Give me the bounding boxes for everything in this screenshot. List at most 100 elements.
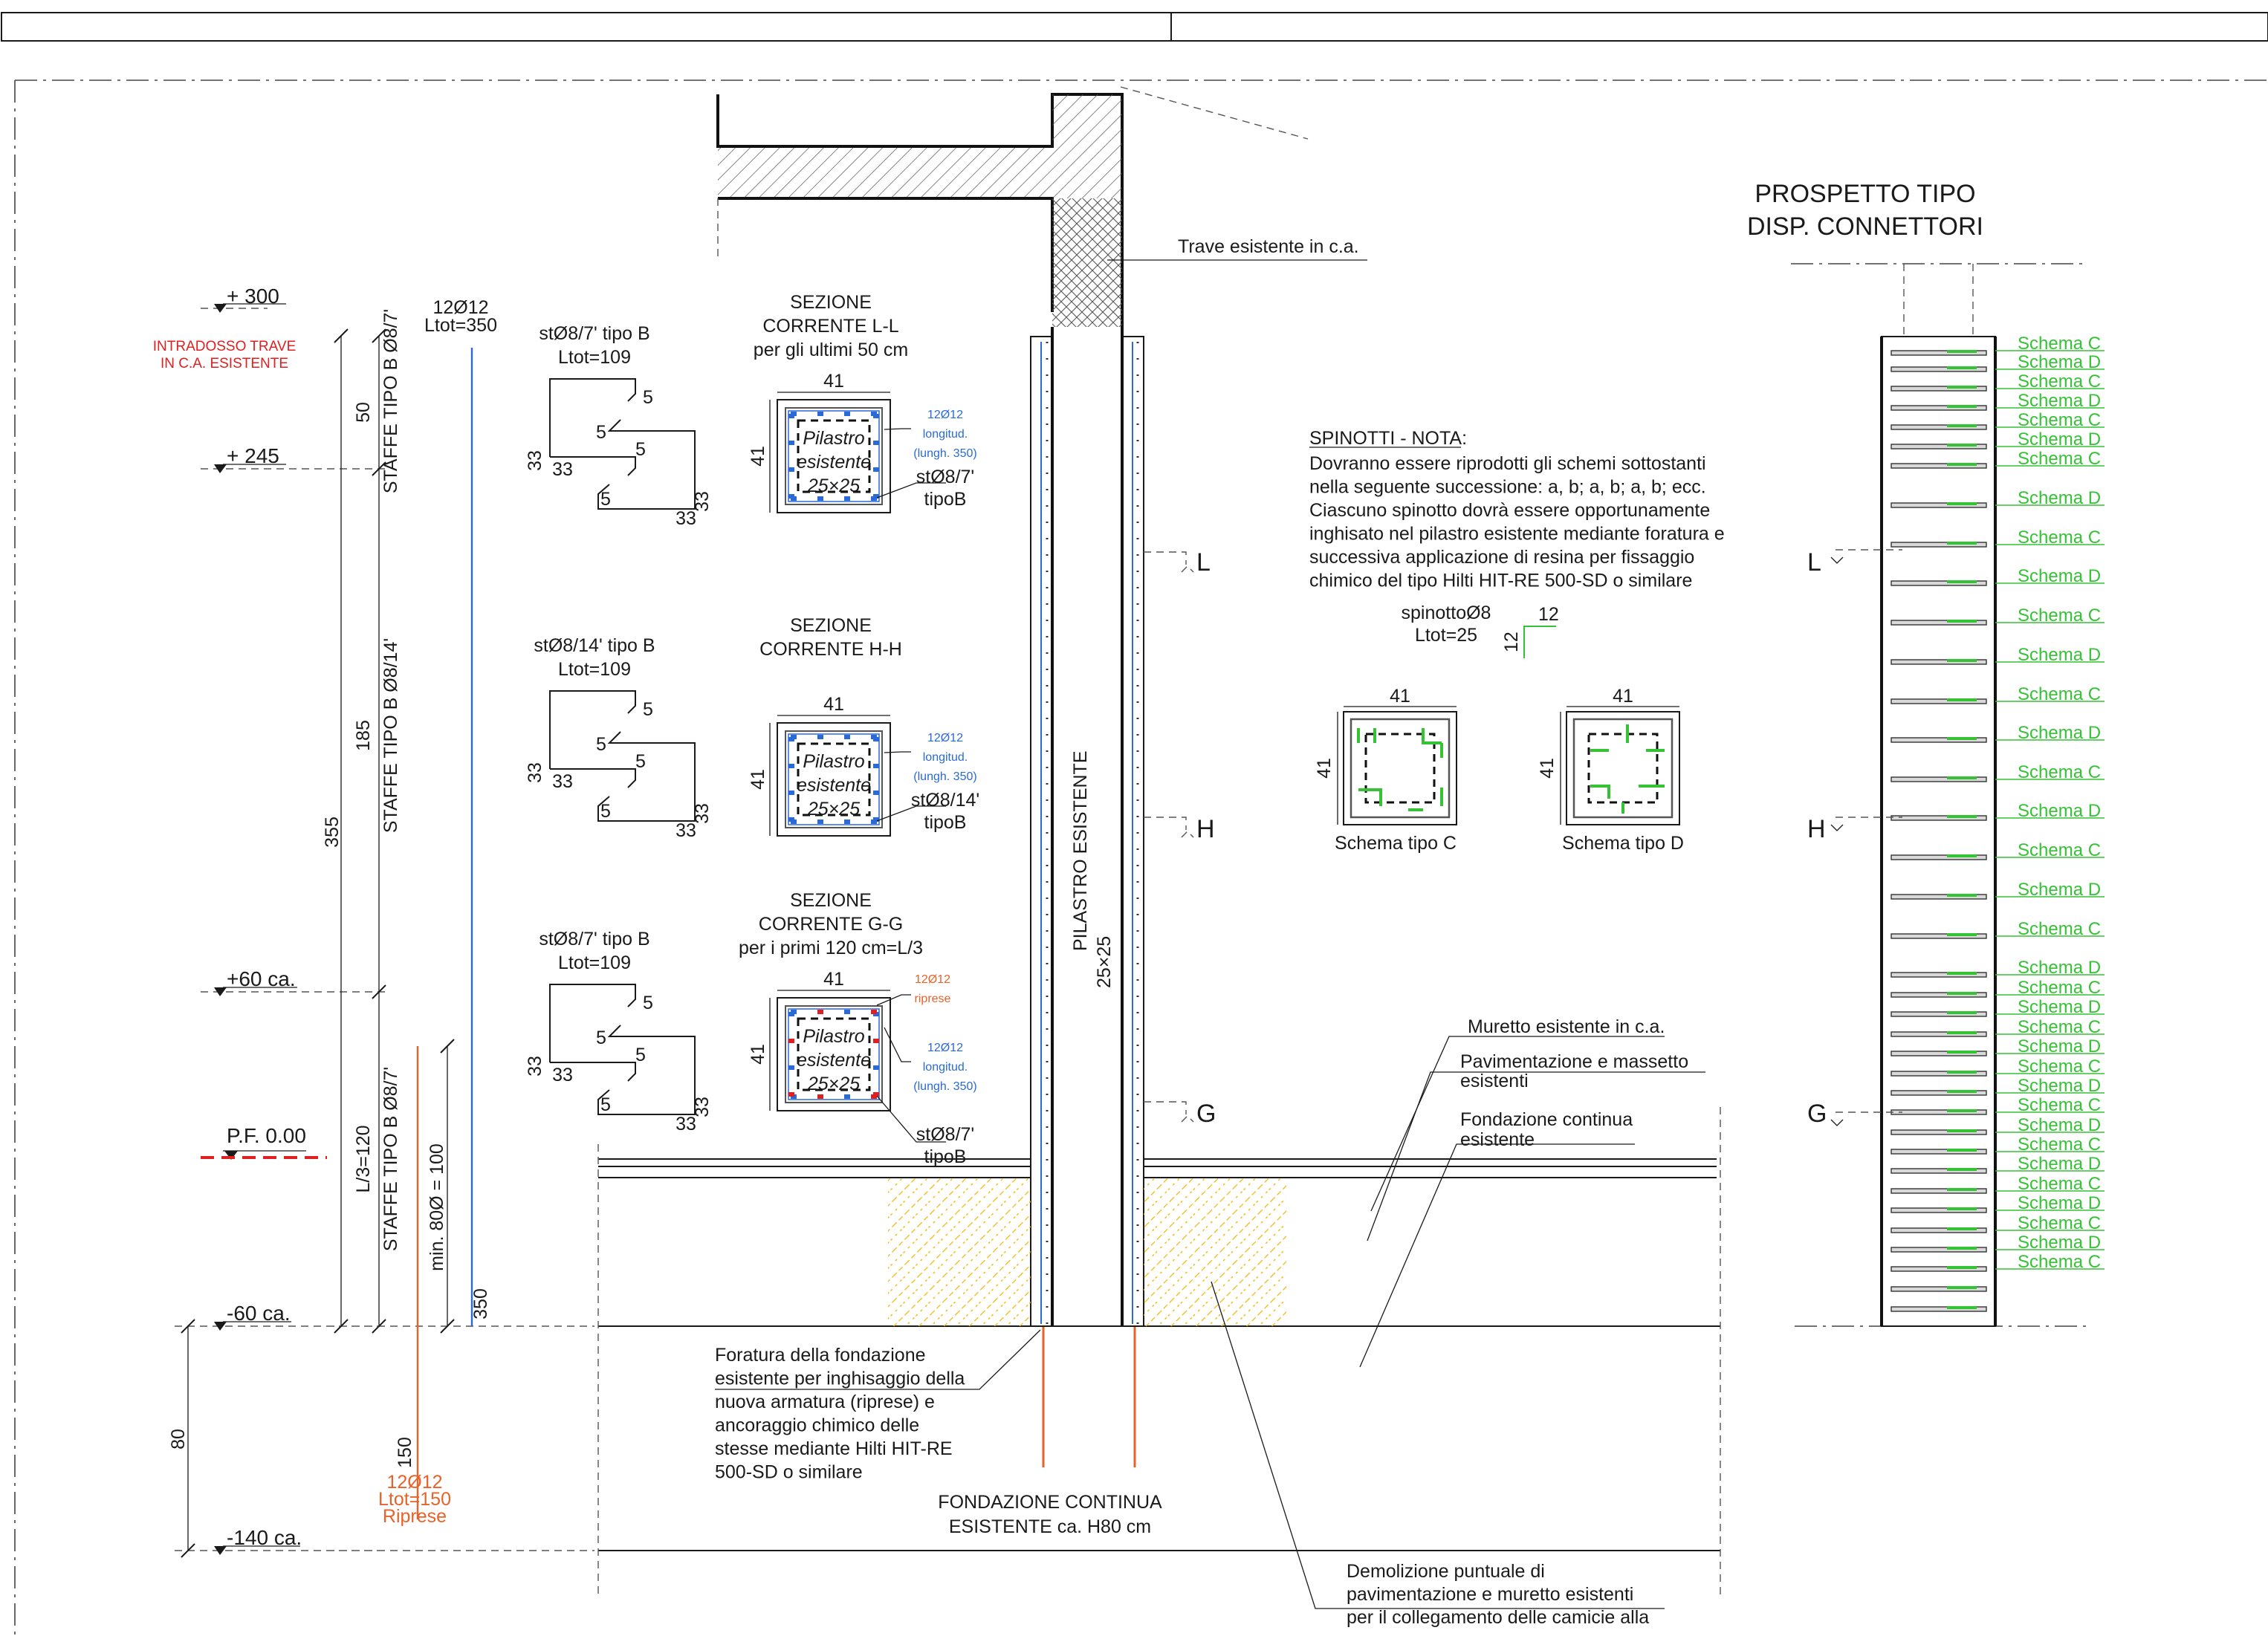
svg-text:ancoraggio chimico delle: ancoraggio chimico delle <box>715 1415 919 1436</box>
svg-text:41: 41 <box>748 446 768 467</box>
svg-text:esistente: esistente <box>797 452 871 473</box>
svg-text:5: 5 <box>635 439 646 460</box>
svg-text:12: 12 <box>1538 604 1559 625</box>
schema-label: Schema C <box>2018 978 2101 998</box>
dim-50: 50 <box>353 402 374 423</box>
svg-text:pavimentazione e muretto esist: pavimentazione e muretto esistenti <box>1347 1584 1633 1605</box>
svg-text:33: 33 <box>675 1114 696 1135</box>
svg-text:longitud.: longitud. <box>923 751 968 764</box>
svg-text:33: 33 <box>675 820 696 841</box>
svg-text:Pilastro: Pilastro <box>803 751 864 772</box>
dimension-chains: 50 185 355 80 L/3=120 STAFFE TIPO B Ø8/7… <box>168 309 401 1558</box>
svg-text:5: 5 <box>643 993 653 1013</box>
svg-text:stØ8/7': stØ8/7' <box>916 467 974 487</box>
svg-text:25×25: 25×25 <box>807 1074 860 1094</box>
svg-text:esistente: esistente <box>797 775 871 796</box>
schema-label: Schema C <box>2018 528 2101 548</box>
svg-text:41: 41 <box>1537 758 1558 779</box>
dim-80: 80 <box>168 1429 189 1450</box>
svg-text:SEZIONE: SEZIONE <box>790 890 872 911</box>
svg-text:5: 5 <box>643 387 653 408</box>
schema-label: Schema D <box>2018 645 2101 665</box>
label-staffe-mid: STAFFE TIPO B Ø8/14' <box>380 638 401 833</box>
svg-text:5: 5 <box>635 1045 646 1065</box>
svg-text:41: 41 <box>748 1044 768 1065</box>
svg-text:stØ8/14': stØ8/14' <box>911 790 979 811</box>
prospetto-cut-h: H <box>1807 815 1826 843</box>
svg-text:Ltot=109: Ltot=109 <box>558 659 631 680</box>
svg-text:41: 41 <box>823 694 844 715</box>
svg-text:5: 5 <box>600 801 611 822</box>
schema-label: Schema C <box>2018 334 2101 354</box>
svg-text:33: 33 <box>692 491 713 512</box>
schema-label: Schema C <box>2018 371 2101 392</box>
svg-text:(lungh. 350): (lungh. 350) <box>913 770 976 783</box>
schema-label: Schema D <box>2018 801 2101 821</box>
schema-d-label: Schema tipo D <box>1562 833 1684 854</box>
svg-text:33: 33 <box>552 1065 573 1085</box>
schema-label: Schema C <box>2018 1017 2101 1037</box>
schema-d-section: 41 41 Schema tipo D <box>1537 686 1684 854</box>
section-detail-3: SEZIONE CORRENTE G-G per i primi 120 cm=L/… <box>739 890 977 1167</box>
svg-text:Ltot=109: Ltot=109 <box>558 952 631 973</box>
schema-label: Schema C <box>2018 410 2101 430</box>
svg-text:nuova armatura (riprese) e: nuova armatura (riprese) e <box>715 1392 935 1412</box>
level-plus60: +60 ca. <box>227 967 296 990</box>
column-elevation: PILASTRO ESISTENTE 25×25 L H G Trave esi… <box>716 86 1367 1467</box>
svg-text:Pilastro: Pilastro <box>803 1026 864 1047</box>
cut-l: L <box>1196 548 1211 577</box>
label-staffe-bot: STAFFE TIPO B Ø8/7' <box>380 1067 401 1251</box>
schema-label: Schema C <box>2018 449 2101 469</box>
column-label: PILASTRO ESISTENTE <box>1070 750 1091 951</box>
svg-text:33: 33 <box>552 459 573 480</box>
svg-text:Ltot=350: Ltot=350 <box>424 315 497 336</box>
schema-label: Schema C <box>2018 840 2101 860</box>
level-minus140: -140 ca. <box>227 1526 302 1549</box>
svg-text:5: 5 <box>600 489 611 510</box>
schema-label: Schema C <box>2018 1095 2101 1115</box>
schema-label: Schema D <box>2018 880 2101 900</box>
svg-text:longitud.: longitud. <box>923 428 968 441</box>
svg-text:inghisato nel pilastro esisten: inghisato nel pilastro esistente mediant… <box>1309 524 1725 545</box>
schema-label: Schema D <box>2018 1036 2101 1056</box>
level-markers: + 300 + 245 +60 ca. -60 ca. -140 ca. P.F… <box>175 285 594 1555</box>
schema-label: Schema D <box>2018 352 2101 372</box>
svg-text:5: 5 <box>596 422 606 443</box>
svg-text:Pilastro: Pilastro <box>803 428 864 449</box>
svg-text:chimico del tipo Hilti HIT-RE: chimico del tipo Hilti HIT-RE 500-SD o s… <box>1309 571 1692 591</box>
svg-text:5: 5 <box>635 751 646 772</box>
schema-label: Schema D <box>2018 488 2101 508</box>
svg-text:33: 33 <box>692 1097 713 1117</box>
svg-text:CORRENTE G-G: CORRENTE G-G <box>759 914 903 935</box>
schema-label: Schema D <box>2018 429 2101 449</box>
svg-text:(lungh. 350): (lungh. 350) <box>913 1080 976 1093</box>
schema-label: Schema D <box>2018 566 2101 586</box>
svg-text:stØ8/7' tipo B: stØ8/7' tipo B <box>539 929 649 950</box>
dim-185: 185 <box>353 720 374 751</box>
schema-label: Schema D <box>2018 1076 2101 1096</box>
svg-text:per i primi 120 cm=L/3: per i primi 120 cm=L/3 <box>739 938 923 958</box>
dim-min80: min. 80Ø = 100 <box>427 1143 447 1271</box>
svg-text:41: 41 <box>748 769 768 790</box>
schema-label: Schema C <box>2018 684 2101 704</box>
level-plus245: + 245 <box>227 444 279 467</box>
spinotti-title: SPINOTTI - NOTA: <box>1309 428 1467 449</box>
svg-text:stØ8/7' tipo B: stØ8/7' tipo B <box>539 323 649 344</box>
svg-text:41: 41 <box>1314 758 1335 779</box>
prospetto-title-2: DISP. CONNETTORI <box>1747 212 1983 241</box>
cut-h: H <box>1196 815 1215 843</box>
intradosso-label: INTRADOSSO TRAVE IN C.A. ESISTENTE <box>153 339 297 371</box>
level-plus300: + 300 <box>227 285 279 308</box>
svg-text:33: 33 <box>525 1056 545 1077</box>
prospetto-cut-g: G <box>1807 1100 1827 1128</box>
svg-text:41: 41 <box>1390 686 1410 707</box>
schema-label: Schema C <box>2018 606 2101 626</box>
schema-label: Schema C <box>2018 1174 2101 1194</box>
